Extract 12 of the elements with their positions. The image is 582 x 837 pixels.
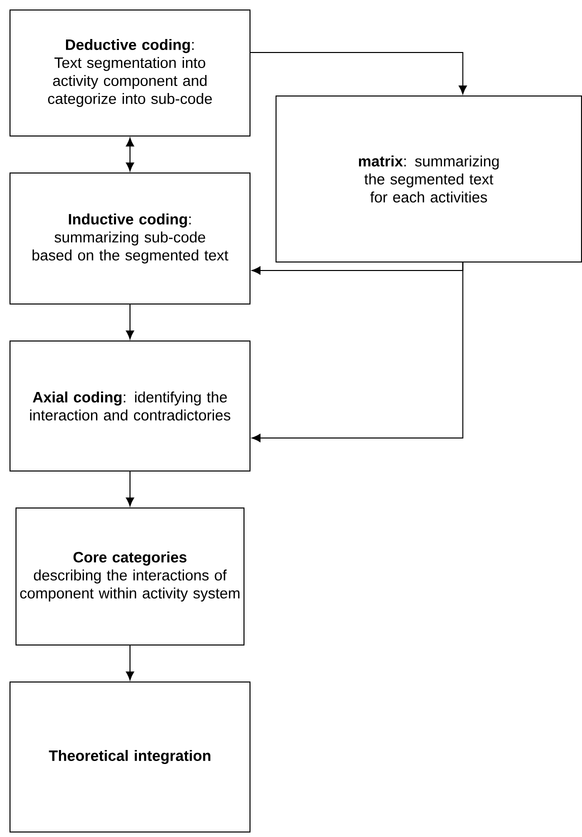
process-box: Core categories describing the interactions of component within activity system (16, 508, 244, 646)
arrow (126, 138, 134, 172)
arrow (126, 304, 134, 340)
arrow (252, 262, 464, 442)
process-box: Deductive coding: Text segmentation into activity component and categorize into sub-code (10, 10, 250, 136)
process-box: Axial coding: identifying the interaction and contradictories (10, 340, 250, 472)
process-box: matrix: summarizing the segmented text for each activities (276, 96, 582, 262)
process-box: Inductive coding: summarizing sub-code based on the segmented text (10, 172, 250, 304)
arrow (126, 645, 134, 680)
arrow (250, 52, 467, 94)
process-box: Theoretical integration (10, 682, 250, 832)
arrow (126, 471, 134, 506)
